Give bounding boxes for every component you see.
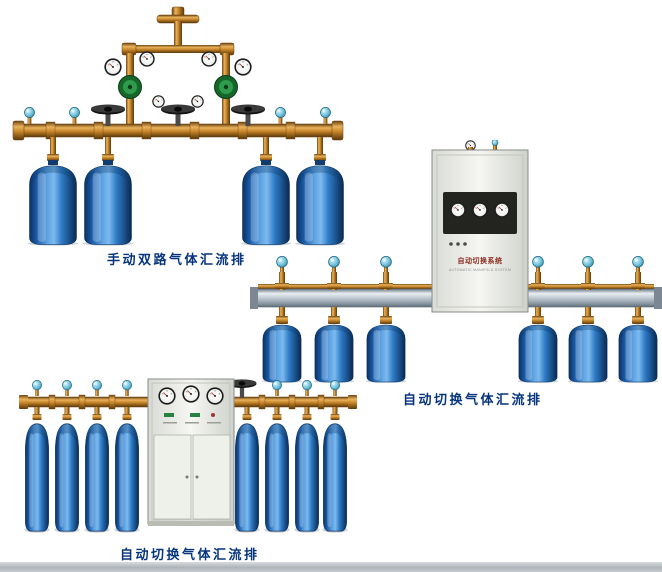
pipe-end-cap [19,395,28,409]
cylinder-station [617,256,659,383]
pressure-gauge [494,202,510,218]
pressure-gauge [201,51,217,67]
pressure-regulator [214,72,238,102]
pressure-gauge [234,58,252,76]
gas-cylinder [233,423,261,533]
gas-cylinder [113,423,141,533]
cylinder-station [567,256,609,383]
rail-end-cap [250,287,258,309]
auto-floor-manifold-illustration [19,378,357,533]
pressure-regulator [118,72,142,102]
inlet-tee-assembly [156,6,200,48]
gas-cylinder [23,423,51,533]
cylinder-station [261,256,303,383]
regulator-header-pipe [121,42,235,78]
gas-cylinder [365,324,407,383]
caption-manual-manifold: 手动双路气体汇流排 [107,252,247,267]
pipe-end-cap [348,395,357,409]
pressure-gauge [139,51,155,67]
indicator-light [164,413,174,417]
ball-valve-knob [91,380,103,396]
pressure-gauge [206,387,224,405]
pipe-end-cap [331,120,344,141]
ball-valve-knob [24,107,35,124]
ball-valve-knob [121,380,133,396]
control-cabinet: 自动切换系统 AUTOMATIC MANIFOLD SYSTEM [431,140,529,313]
cylinder-drops [32,407,340,420]
ball-valve-knob [491,140,499,146]
gas-cylinder [83,423,111,533]
cylinder-station [365,256,407,383]
pipe-couplings [45,121,296,140]
pressure-gauge [104,58,122,76]
gas-cylinder [27,165,79,246]
cylinder-drops [47,137,326,165]
gas-cylinder [321,423,349,533]
gas-cylinder [567,324,609,383]
cabinet-door-right [192,434,231,520]
caption-auto-floor-manifold: 自动切换气体汇流排 [120,547,260,562]
cabinet-base [148,521,234,526]
ball-valve-knob [271,380,283,396]
cylinder-station [517,256,559,383]
pressure-gauge [152,95,165,108]
ball-valve-knob [301,380,313,396]
pipe-couplings [48,394,325,410]
door-handle [195,475,199,479]
regulator-down-pipe [126,100,134,126]
gas-cylinder [82,165,134,246]
gas-cylinder [263,423,291,533]
auto-wall-manifold-illustration: 自动切换系统 AUTOMATIC MANIFOLD SYSTEM [250,140,662,383]
ball-valve-knob [61,380,73,396]
pressure-gauge [182,385,200,403]
control-cabinet [147,378,235,526]
pressure-gauge [191,95,204,108]
indicator-light [211,413,215,417]
pressure-gauge [472,202,488,218]
cabinet-sublabel: AUTOMATIC MANIFOLD SYSTEM [449,268,511,272]
pipe-end-cap [12,120,25,141]
gas-cylinder [293,423,321,533]
rail-end-cap [654,287,662,309]
gas-cylinder [617,324,659,383]
ball-valve-knob [69,107,80,124]
caption-auto-wall-manifold: 自动切换气体汇流排 [403,392,543,407]
ball-valve-knob [329,380,341,396]
pressure-gauge [450,202,466,218]
ball-valve-knob [275,107,286,124]
manual-dual-manifold-illustration [12,6,346,246]
indicator-light [190,413,200,417]
cylinder-station [313,256,355,383]
valve-handwheel [231,104,265,126]
bottom-edge-strip [0,562,662,572]
cabinet-label: 自动切换系统 [458,256,503,265]
gas-cylinder [53,423,81,533]
cabinet-door-left [153,434,192,520]
gas-cylinder [517,324,559,383]
ball-valve-knob [31,380,43,396]
regulator-down-pipe [222,100,230,126]
door-handle [185,475,189,479]
ball-valve-knob [320,107,331,124]
pressure-gauge [158,387,176,405]
